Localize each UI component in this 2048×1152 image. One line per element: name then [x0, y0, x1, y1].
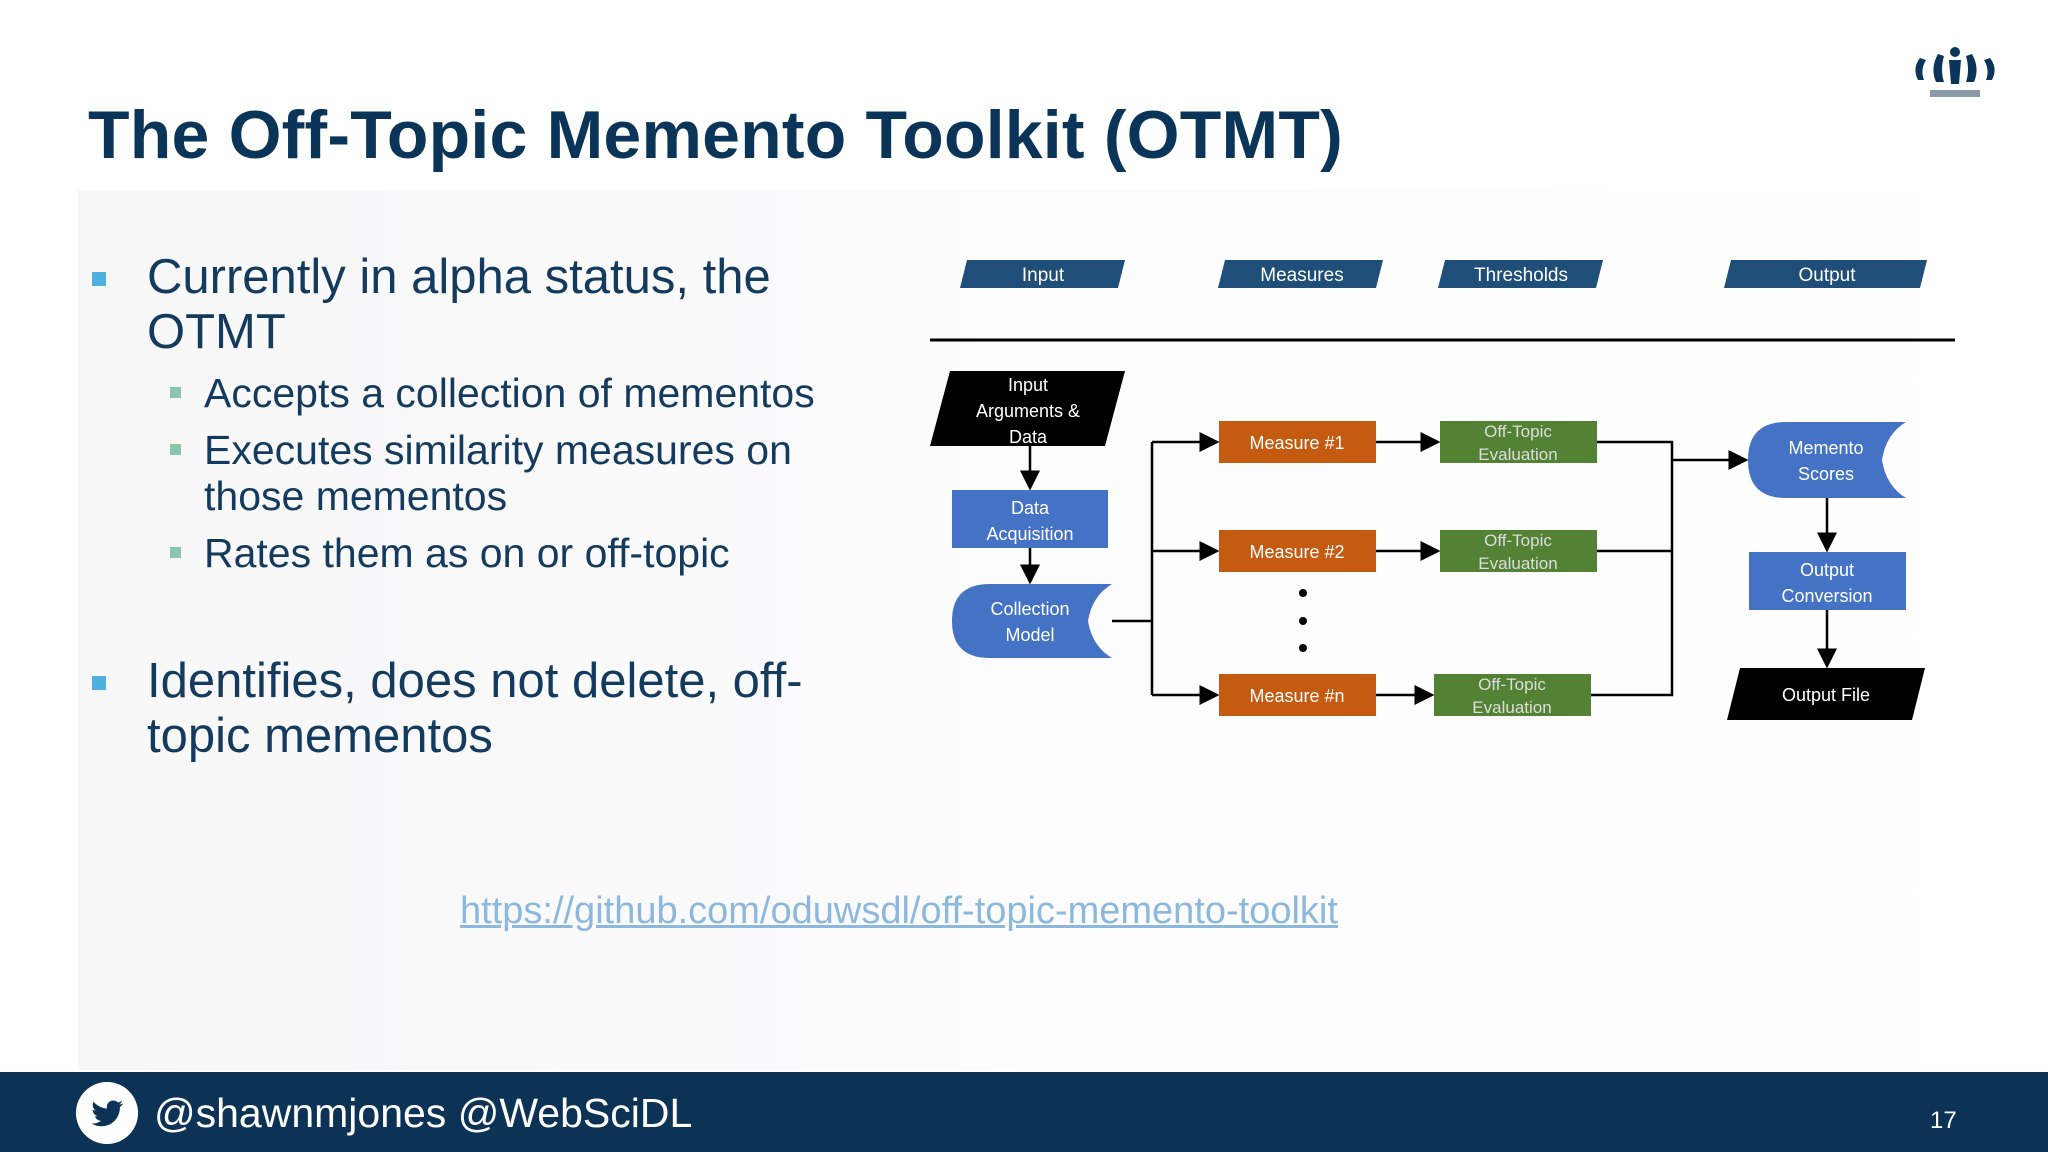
bullet-identifies: Identifies, does not delete, off- topic … — [92, 654, 892, 764]
twitter-handles: @shawnmjones @WebSciDL — [154, 1090, 693, 1136]
svg-text:Measure #1: Measure #1 — [1249, 433, 1344, 453]
ellipsis-dots — [1299, 589, 1307, 652]
twitter-icon — [76, 1082, 138, 1144]
subbullet-accepts: Accepts a collection of mementos — [92, 370, 892, 416]
svg-text:Measure #2: Measure #2 — [1249, 542, 1344, 562]
header-output: Output — [1724, 260, 1927, 288]
data-acquisition-box: Data Acquisition — [952, 490, 1108, 548]
offtopic-evaluation-n: Off-Topic Evaluation — [1434, 674, 1591, 717]
offtopic-evaluation-2: Off-Topic Evaluation — [1440, 530, 1597, 573]
subbullet-marker — [170, 387, 181, 398]
subbullet-rates: Rates them as on or off-topic — [92, 530, 892, 576]
input-arguments-box: Input Arguments & Data — [930, 371, 1125, 447]
collection-model-box: Collection Model — [952, 584, 1112, 658]
svg-text:Measure #n: Measure #n — [1249, 686, 1344, 706]
output-file-box: Output File — [1727, 668, 1925, 720]
otmt-flow-diagram: Input Measures Thresholds Output Input A… — [930, 260, 1955, 720]
github-link[interactable]: https://github.com/oduwsdl/off-topic-mem… — [460, 890, 1338, 932]
svg-text:Input: Input — [1008, 375, 1048, 395]
svg-text:Off-Topic: Off-Topic — [1478, 675, 1546, 694]
svg-text:Conversion: Conversion — [1781, 586, 1872, 606]
svg-text:Memento: Memento — [1788, 438, 1863, 458]
memento-scores-box: Memento Scores — [1748, 422, 1906, 498]
measure-2-box: Measure #2 — [1219, 530, 1376, 572]
header-measures: Measures — [1218, 260, 1383, 288]
svg-text:Measures: Measures — [1260, 265, 1343, 286]
svg-text:Output: Output — [1798, 265, 1856, 286]
svg-text:Model: Model — [1005, 625, 1054, 645]
svg-text:Off-Topic: Off-Topic — [1484, 422, 1552, 441]
slide-title: The Off-Topic Memento Toolkit (OTMT) — [88, 97, 1343, 173]
svg-text:Thresholds: Thresholds — [1474, 265, 1568, 286]
output-conversion-box: Output Conversion — [1749, 552, 1906, 610]
svg-text:Scores: Scores — [1798, 464, 1854, 484]
svg-text:Acquisition: Acquisition — [986, 524, 1073, 544]
subbullet-marker — [170, 547, 181, 558]
svg-text:Evaluation: Evaluation — [1478, 554, 1557, 573]
header-thresholds: Thresholds — [1438, 260, 1603, 288]
svg-text:Evaluation: Evaluation — [1472, 698, 1551, 717]
footer-bar — [0, 1072, 2048, 1152]
measure-n-box: Measure #n — [1219, 674, 1376, 716]
svg-text:Arguments &: Arguments & — [976, 401, 1080, 421]
svg-text:Evaluation: Evaluation — [1478, 445, 1557, 464]
offtopic-evaluation-1: Off-Topic Evaluation — [1440, 421, 1597, 464]
bullet-marker — [92, 272, 106, 286]
measure-1-box: Measure #1 — [1219, 421, 1376, 463]
svg-text:Data: Data — [1011, 498, 1050, 518]
page-number: 17 — [1930, 1107, 1957, 1134]
svg-text:Output: Output — [1800, 560, 1854, 580]
subbullet-marker — [170, 444, 181, 455]
bullet-list: Currently in alpha status, the OTMT Acce… — [92, 250, 892, 764]
svg-text:Collection: Collection — [990, 599, 1069, 619]
svg-text:Output File: Output File — [1782, 685, 1870, 705]
bullet-alpha-status: Currently in alpha status, the OTMT — [92, 250, 892, 360]
subbullet-executes: Executes similarity measures on those me… — [92, 427, 892, 519]
crown-logo-icon — [1915, 47, 1995, 97]
svg-text:Input: Input — [1022, 265, 1065, 286]
header-input: Input — [960, 260, 1125, 288]
bullet-marker — [92, 676, 106, 690]
svg-text:Data: Data — [1009, 427, 1048, 447]
svg-text:Off-Topic: Off-Topic — [1484, 531, 1552, 550]
